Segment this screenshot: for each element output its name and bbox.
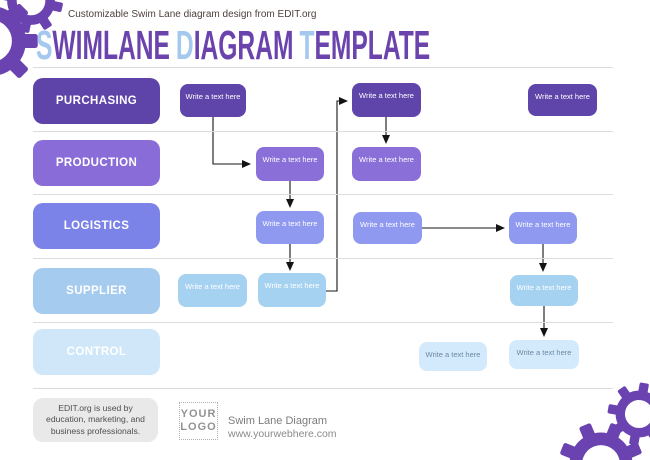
website-url: www.yourwebhere.com: [228, 428, 337, 441]
lane-label-purchasing[interactable]: PURCHASING: [33, 78, 160, 124]
task-box-logistics[interactable]: Write a text here: [509, 212, 577, 244]
gear-icon: [0, 0, 38, 88]
task-box-supplier[interactable]: Write a text here: [178, 274, 247, 307]
task-box-production[interactable]: Write a text here: [256, 147, 324, 181]
task-box-purchasing[interactable]: Write a text here: [528, 84, 597, 116]
lane-label-logistics[interactable]: LOGISTICS: [33, 203, 160, 249]
lane-divider: [33, 388, 613, 389]
logo-placeholder[interactable]: YOUR LOGO: [179, 402, 218, 440]
task-box-logistics[interactable]: Write a text here: [256, 211, 324, 244]
lane-divider: [33, 131, 613, 132]
gear-icon: [546, 409, 650, 460]
logo-line1: YOUR: [180, 408, 217, 421]
lane-divider: [33, 194, 613, 195]
flow-arrow: [326, 97, 348, 292]
task-box-production[interactable]: Write a text here: [352, 147, 421, 181]
flow-arrow: [212, 117, 251, 168]
lane-divider: [33, 258, 613, 259]
lane-label-supplier[interactable]: SUPPLIER: [33, 268, 160, 314]
document-title: Swim Lane Diagram: [228, 415, 328, 427]
task-box-control[interactable]: Write a text here: [509, 340, 579, 369]
task-box-supplier[interactable]: Write a text here: [258, 273, 326, 307]
lane-label-production[interactable]: PRODUCTION: [33, 140, 160, 186]
lane-divider: [33, 322, 613, 323]
credit-text: Customizable Swim Lane diagram design fr…: [68, 9, 317, 20]
site-block: Swim Lane Diagram www.yourwebhere.com: [228, 414, 337, 442]
logo-line2: LOGO: [180, 421, 217, 433]
task-box-logistics[interactable]: Write a text here: [353, 212, 422, 244]
task-box-supplier[interactable]: Write a text here: [510, 275, 578, 306]
task-box-purchasing[interactable]: Write a text here: [180, 84, 246, 117]
lane-divider: [33, 67, 613, 68]
footer-note: EDIT.org is used by education, marketing…: [33, 398, 158, 442]
task-box-purchasing[interactable]: Write a text here: [352, 83, 421, 117]
lane-label-control[interactable]: CONTROL: [33, 329, 160, 375]
task-box-control[interactable]: Write a text here: [419, 342, 487, 371]
